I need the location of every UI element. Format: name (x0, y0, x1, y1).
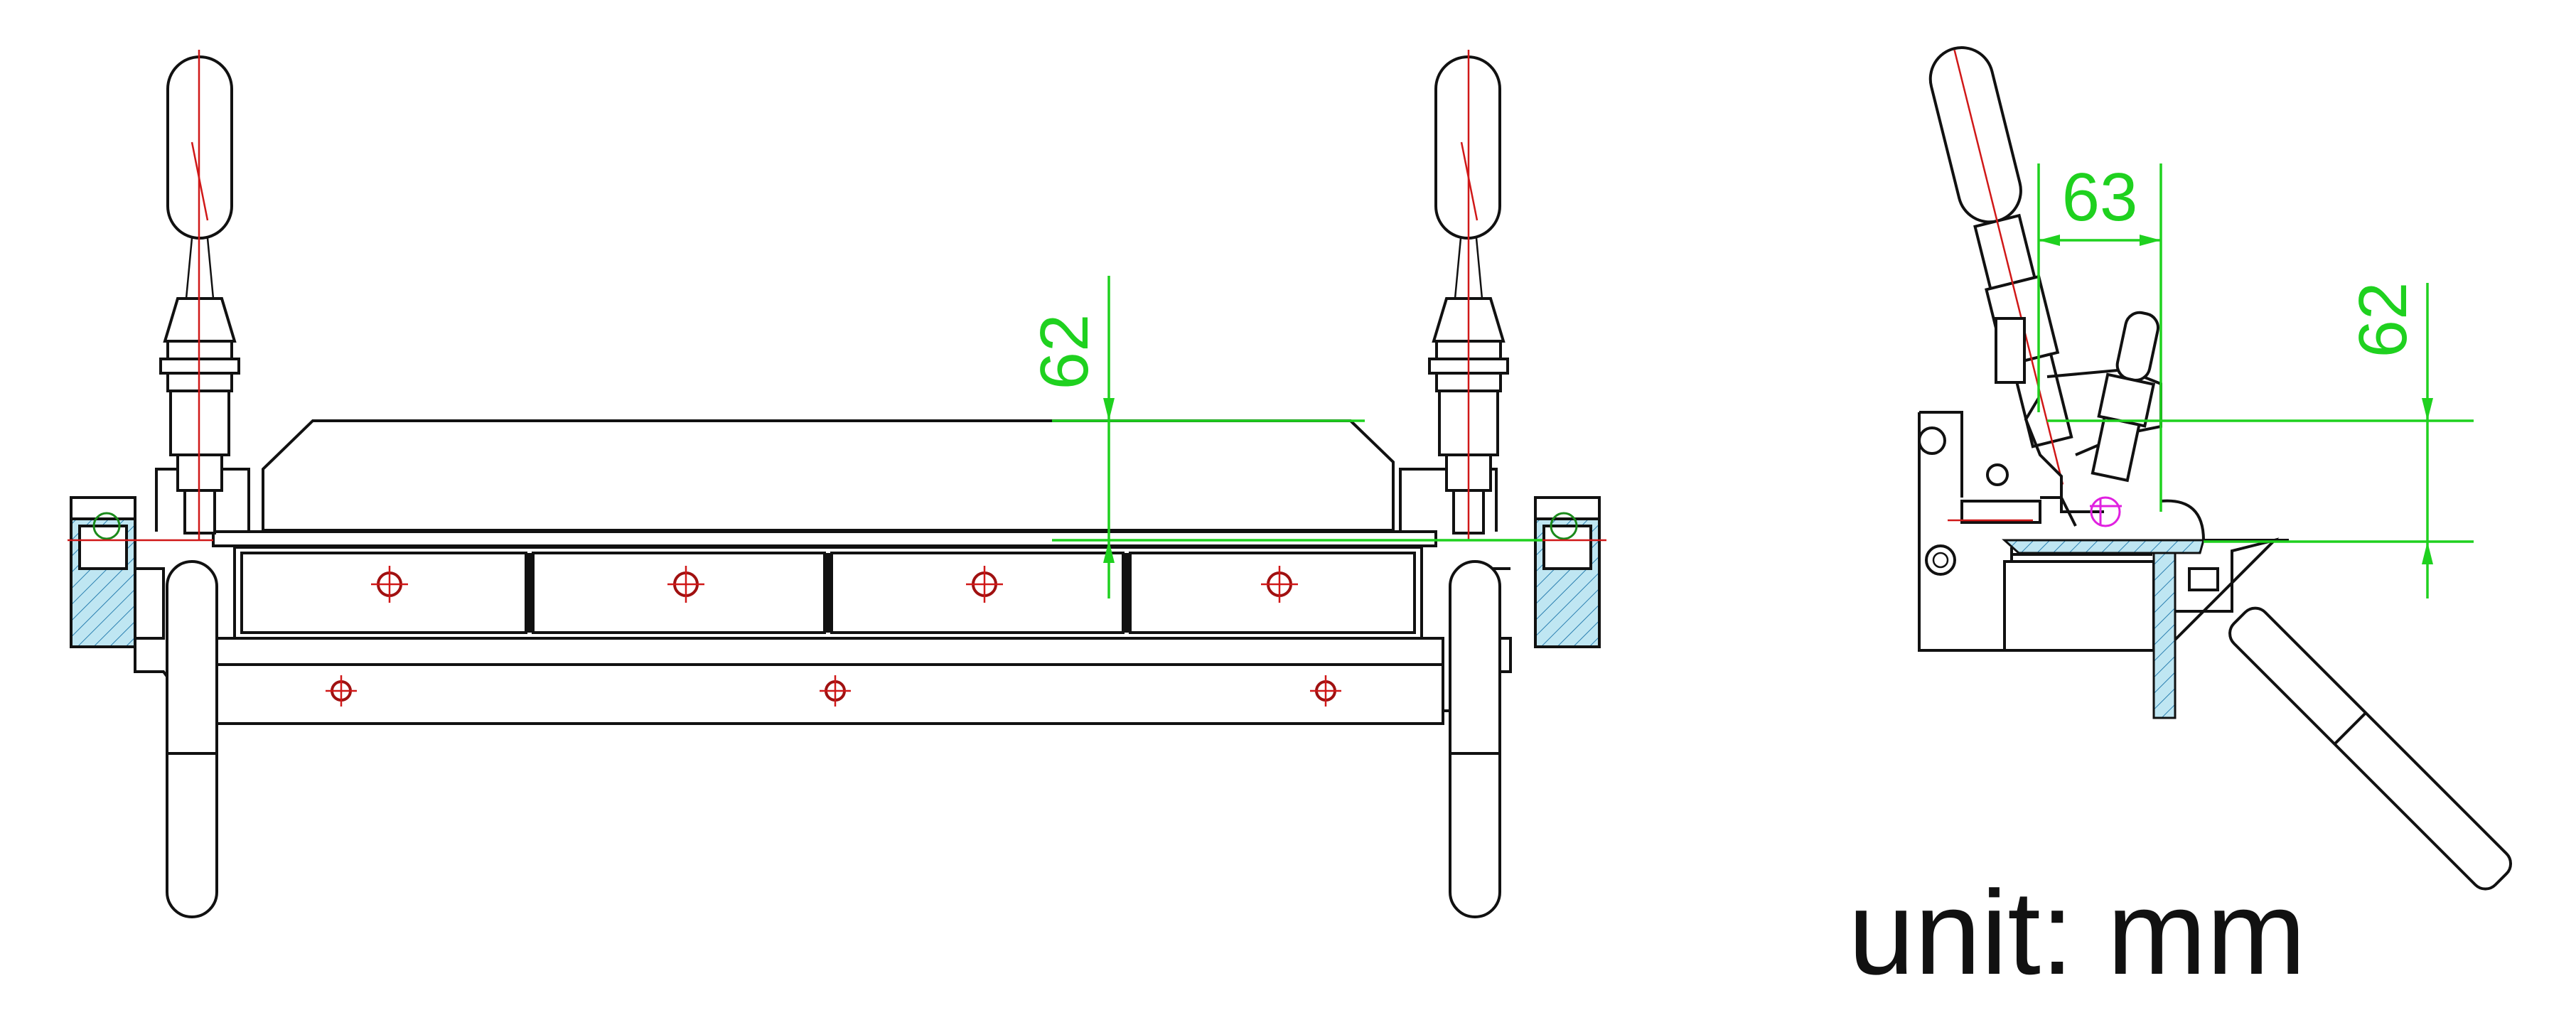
left-toggle-clamp (159, 50, 240, 918)
side-lever-handle (1928, 46, 2073, 486)
side-height-label: 62 (2345, 282, 2421, 358)
side-width-label: 63 (2062, 159, 2138, 235)
side-bending-handle (2228, 606, 2513, 891)
right-toggle-clamp (1428, 50, 1509, 918)
unit-label: unit: mm (1848, 866, 2307, 999)
screw-holes (326, 566, 1341, 707)
side-dimension-63: 63 (2037, 159, 2162, 512)
right-end-bracket (1399, 468, 1606, 712)
front-dimension-62: 62 (1026, 276, 1542, 598)
front-view: 62 (68, 50, 1606, 918)
side-toggle-clamp (1948, 311, 2162, 527)
bending-beam (205, 637, 1444, 725)
side-section-angle (2002, 499, 2289, 719)
rear-plate (262, 419, 1395, 532)
clamp-beam (212, 530, 1437, 640)
front-dimension-label: 62 (1026, 314, 1102, 390)
side-view: 63 62 (1918, 46, 2513, 891)
side-dimension-62: 62 (2047, 282, 2474, 598)
left-end-bracket (68, 468, 250, 712)
